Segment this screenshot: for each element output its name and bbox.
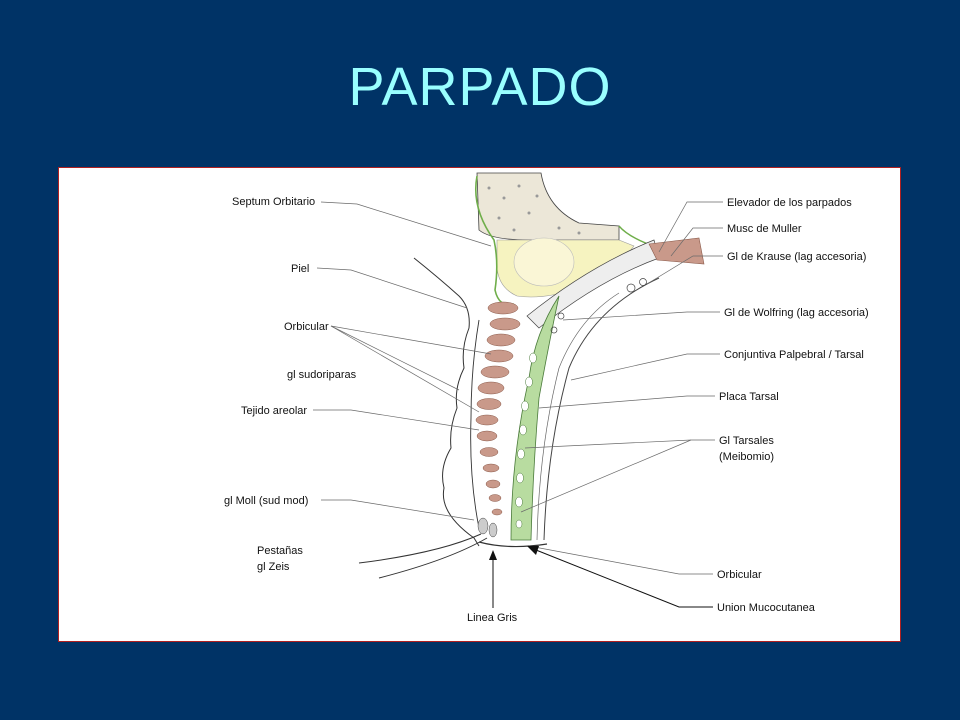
label-gl-sudoriparas: gl sudoriparas: [287, 369, 357, 381]
label-linea-gris: Linea Gris: [467, 612, 518, 624]
label-piel: Piel: [291, 263, 309, 275]
leader-piel: [316, 267, 468, 309]
eyelid-diagram-panel: Septum Orbitario Piel Orbicular gl sudor…: [58, 167, 901, 642]
label-placa-tarsal: Placa Tarsal: [719, 391, 779, 403]
label-tejido-areolar: Tejido areolar: [241, 405, 307, 417]
leader-gl-wolfring: [562, 311, 720, 321]
fat-lobule: [513, 237, 575, 287]
conjunctiva: [543, 277, 660, 541]
label-orbicular-bottom: Orbicular: [717, 569, 762, 581]
skin-inner: [470, 319, 480, 529]
label-gl-moll: gl Moll (sud mod): [224, 495, 308, 507]
meibomian-glands: [515, 352, 537, 529]
orbital-bone: [476, 172, 620, 241]
label-gl-zeis: gl Zeis: [257, 561, 290, 573]
leader-gl-krause: [646, 255, 723, 285]
slide-title: PARPADO: [348, 57, 612, 117]
accessory-glands: [550, 278, 647, 334]
label-pestanas: Pestañas: [257, 545, 303, 557]
leader-septum: [320, 201, 492, 247]
leader-tejido-areolar: [313, 409, 480, 431]
leader-gl-moll: [321, 499, 475, 521]
leader-orbicular-3: [330, 325, 480, 413]
arrowhead-union-mucocutanea: [527, 546, 539, 555]
leader-conjuntiva: [570, 353, 720, 381]
label-gl-krause: Gl de Krause (lag accesoria): [727, 251, 866, 263]
label-meibomio: (Meibomio): [719, 451, 774, 463]
label-orbicular-top: Orbicular: [284, 321, 329, 333]
leader-gl-tarsales-2: [520, 439, 692, 513]
label-musc-muller: Musc de Muller: [727, 223, 802, 235]
arrowhead-linea-gris: [489, 550, 497, 560]
eyelash: [378, 537, 488, 579]
leader-musc-muller: [670, 227, 723, 257]
label-septum-orbitario: Septum Orbitario: [232, 196, 315, 208]
eyelash: [358, 533, 482, 564]
label-conjuntiva: Conjuntiva Palpebral / Tarsal: [724, 349, 864, 361]
leader-orbicular-1: [330, 325, 492, 355]
bone-texture: [487, 184, 581, 235]
conjunctiva-inner: [536, 292, 620, 541]
orbicularis-muscle: [475, 301, 521, 516]
muller-muscle: [648, 237, 705, 265]
label-elevador: Elevador de los parpados: [727, 197, 852, 209]
label-union-mucocutanea: Union Mucocutanea: [717, 602, 816, 614]
skin-surface: [413, 257, 480, 547]
leader-orbicular-bottom: [528, 545, 713, 575]
lid-margin: [478, 541, 548, 548]
arrow-union-mucocutanea: [530, 547, 713, 608]
zeis-glands: [477, 517, 498, 538]
eyelid-cross-section-diagram: Septum Orbitario Piel Orbicular gl sudor…: [224, 172, 869, 624]
leader-placa-tarsal: [538, 395, 715, 409]
label-gl-wolfring: Gl de Wolfring (lag accesoria): [724, 307, 869, 319]
label-gl-tarsales: Gl Tarsales: [719, 435, 774, 447]
leader-elevador: [658, 201, 723, 253]
leader-orbicular-2: [330, 325, 460, 391]
